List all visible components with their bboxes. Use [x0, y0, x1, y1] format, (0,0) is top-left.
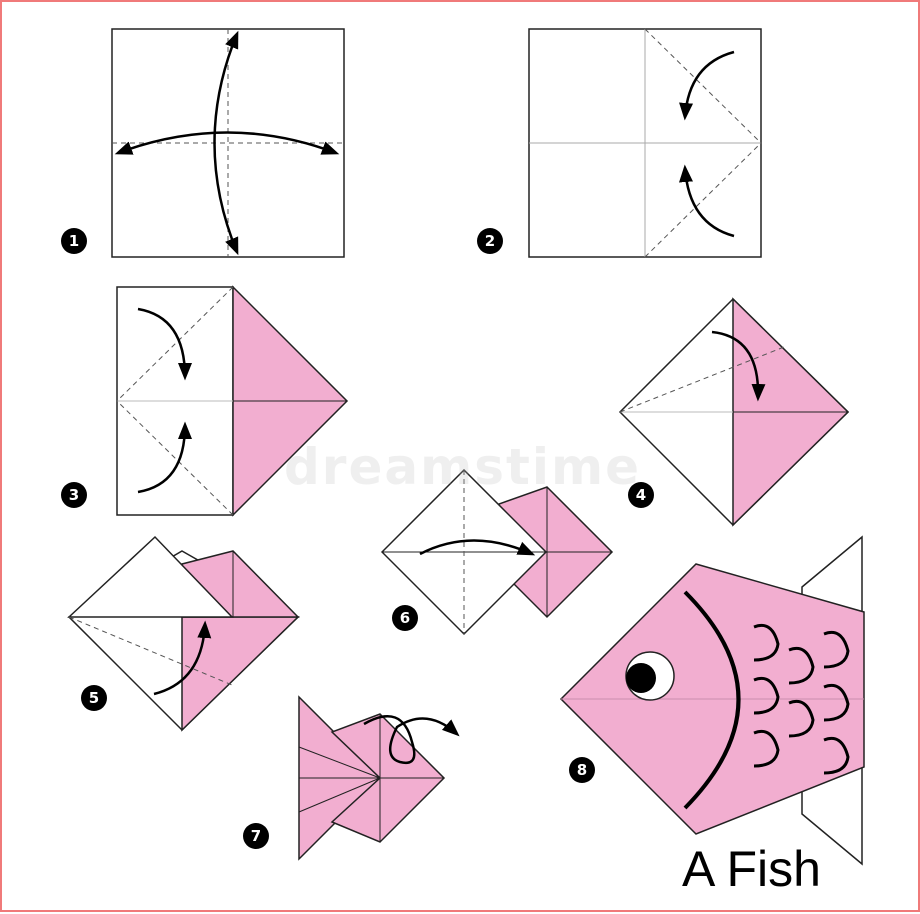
fish-eye [626, 663, 656, 693]
step-2-diagram [528, 28, 762, 258]
step-1-diagram [111, 28, 345, 258]
fish-gill [683, 590, 741, 810]
step-8-badge: 8 [569, 757, 595, 783]
fold-arrow [419, 539, 536, 556]
turn-over-arrow [363, 714, 460, 765]
step-3-diagram [116, 285, 349, 517]
step-4-badge: 4 [628, 482, 654, 508]
step-5-diagram [67, 535, 300, 732]
step-2-badge: 2 [477, 228, 503, 254]
fold-arrow-top [679, 50, 735, 121]
step-6-diagram [380, 468, 614, 636]
fold-arrow [153, 620, 212, 696]
step-5-badge: 5 [81, 685, 107, 711]
fold-arrow [711, 330, 766, 402]
step-1-badge: 1 [61, 228, 87, 254]
fold-arrow-bottom [679, 164, 735, 238]
step-3-badge: 3 [61, 482, 87, 508]
fold-arrow-horizontal [114, 131, 340, 155]
step-6-badge: 6 [392, 605, 418, 631]
finished-fish [559, 535, 865, 866]
step-7-badge: 7 [243, 823, 269, 849]
fish-scales [753, 623, 850, 775]
step-4-diagram [618, 297, 850, 527]
fold-arrow-top [137, 307, 192, 381]
page-title: A Fish [682, 841, 821, 897]
fold-arrow-bottom [137, 421, 192, 494]
step-7-diagram [298, 695, 460, 861]
